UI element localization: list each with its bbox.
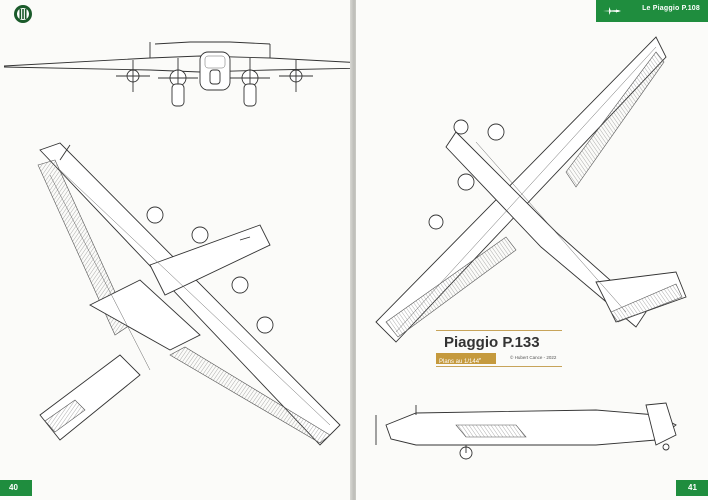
top-plan-view-drawing (375, 36, 687, 343)
plane-silhouette-icon (603, 7, 621, 15)
scale-prefix: Plans au 1/144 (439, 359, 480, 365)
scale-suffix: e (479, 356, 482, 361)
page-number-right: 41 (676, 480, 708, 496)
title-bottom-rule (436, 366, 562, 367)
aircraft-name: Piaggio P.133 (444, 334, 540, 351)
title-top-rule (436, 330, 562, 331)
front-view-drawing (3, 41, 352, 107)
side-view-drawing (375, 402, 677, 460)
right-page: Le Piaggio P.108 Piaggio P.133 Plans au (356, 0, 708, 500)
book-gutter (350, 0, 358, 500)
italian-roundel-icon (14, 5, 32, 23)
plan-title-block: Piaggio P.133 Plans au 1/144e © Hubert C… (436, 330, 566, 370)
scale-label: Plans au 1/144e (436, 353, 496, 365)
drawing-credit: © Hubert Cance - 2022 (510, 355, 557, 360)
page-number-left: 40 (0, 480, 32, 496)
chapter-title: Le Piaggio P.108 (642, 5, 700, 12)
underside-plan-view-drawing (37, 142, 341, 446)
left-page: 40 (0, 0, 352, 500)
chapter-header: Le Piaggio P.108 (596, 0, 708, 22)
